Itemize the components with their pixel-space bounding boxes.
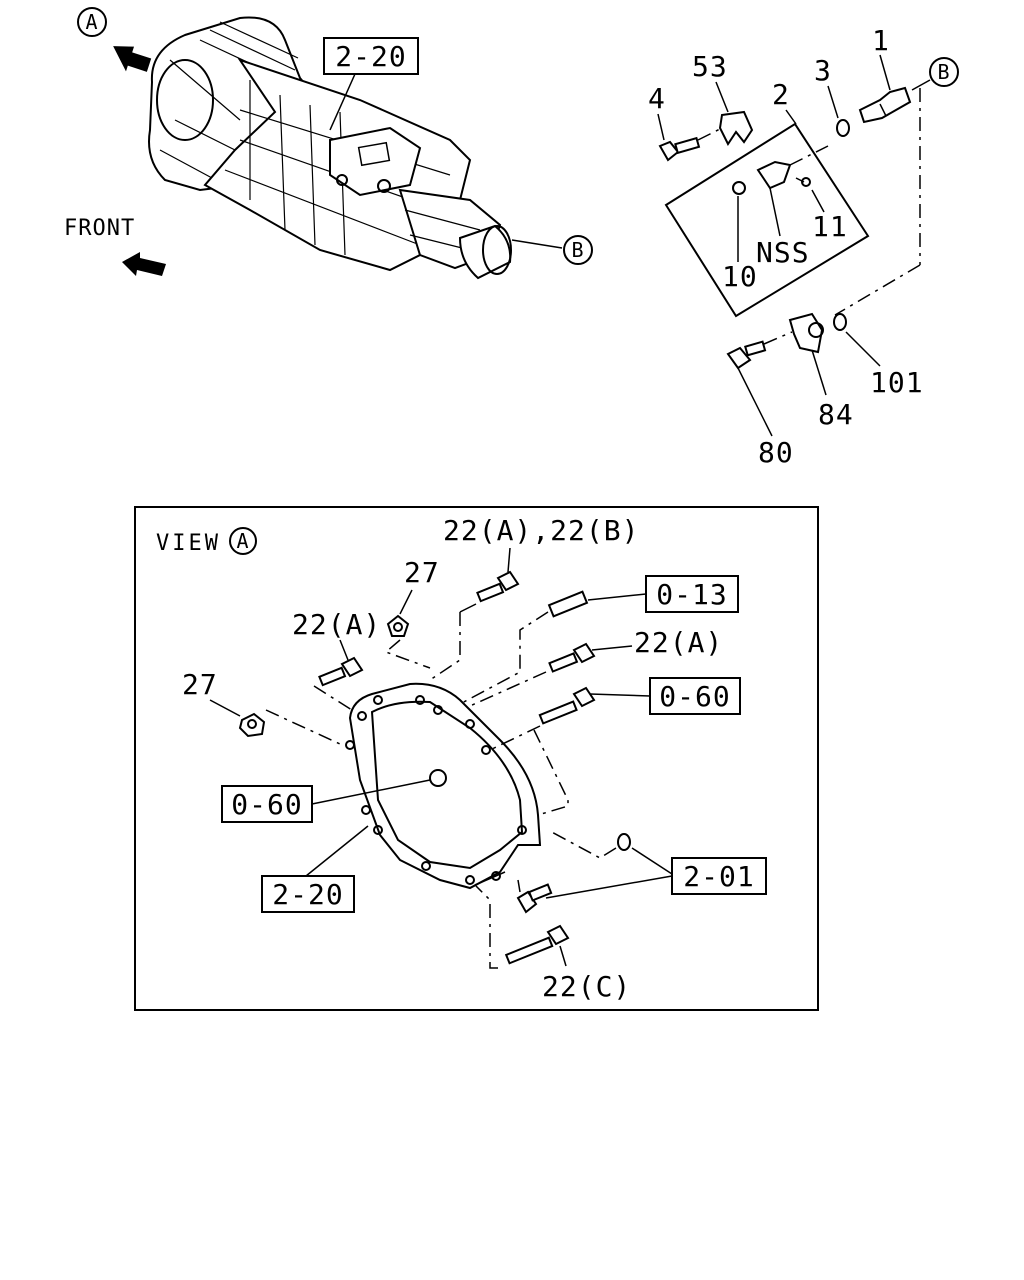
ref-0-60-left: 0-60: [231, 788, 302, 821]
view-a-frame: [134, 506, 819, 1011]
part-1-sensor: [858, 86, 912, 124]
dowel-hole: [429, 769, 447, 787]
label-22c: 22(C): [542, 970, 631, 1003]
label-2: 2: [772, 78, 790, 111]
label-22a-left: 22(A): [292, 608, 381, 641]
label-nss: NSS: [756, 236, 810, 269]
label-10: 10: [722, 260, 758, 293]
label-4: 4: [648, 82, 666, 115]
bell-housing-opening: [156, 59, 214, 141]
cover-plate: [348, 682, 542, 890]
label-53: 53: [692, 50, 728, 83]
label-27-top: 27: [404, 556, 440, 589]
bolt-22a-left-head: [340, 656, 364, 678]
part-53-clip: [718, 110, 754, 146]
ref-box-2-20-bottom: [261, 875, 355, 913]
shift-tower: [329, 126, 422, 197]
ref-2-20-bottom: 2-20: [272, 878, 343, 911]
bolt-22a-right-head: [572, 642, 596, 664]
bolt-22ab-head: [496, 570, 520, 592]
ref-box-0-60-right: [649, 677, 741, 715]
bolt-22ab-shank: [476, 582, 505, 603]
bolt-22c-shank: [504, 936, 554, 965]
callout-b-circle-left: [563, 235, 593, 265]
label-3: 3: [814, 54, 832, 87]
label-80: 80: [758, 436, 794, 469]
transmission-assembly: A 2-20 B FRONT: [64, 7, 593, 280]
speed-sensor-group: 1 B 3 53 4 2 11 NSS: [648, 24, 959, 469]
cover-plate-inner: [370, 700, 524, 870]
label-22ab: 22(A),22(B): [443, 514, 639, 547]
part-10-plug: [732, 181, 746, 195]
view-a-panel: VIEW A 22(A),22(B) 27 0-13: [134, 506, 819, 1011]
part-11-seal: [801, 177, 811, 187]
nut-27-top: [386, 614, 410, 637]
view-a-circle-label: A: [236, 529, 249, 553]
front-arrow-icon: [122, 252, 166, 276]
ref-box-2-20-top: [323, 37, 419, 75]
callout-b-circle-right: [929, 57, 959, 87]
part-101-o-ring: [833, 313, 847, 331]
part-80-bolt-head: [726, 346, 752, 370]
stud-0-60-right-head: [572, 686, 596, 708]
part-2-kit-outline: [664, 122, 870, 318]
label-22a-right: 22(A): [634, 626, 723, 659]
label-27-left: 27: [182, 668, 218, 701]
ref-2-20-top: 2-20: [335, 40, 406, 73]
view-a-arrow-icon: [113, 46, 152, 72]
callout-a-circle: [77, 7, 107, 37]
part-84-plate: [788, 312, 824, 354]
callout-b-label-left: B: [571, 238, 584, 262]
ref-0-13: 0-13: [656, 578, 727, 611]
nut-27-left: [238, 712, 266, 738]
label-11: 11: [812, 210, 848, 243]
view-a-circle: [229, 527, 257, 555]
label-1: 1: [872, 24, 890, 57]
ref-2-01: 2-01: [683, 860, 754, 893]
view-word: VIEW: [156, 531, 221, 556]
bolt-2-01-head: [516, 890, 538, 914]
part-2-gear: [756, 160, 792, 190]
plug-2-01: [617, 833, 631, 851]
dowel-pin: [547, 590, 589, 618]
ref-box-2-01: [671, 857, 767, 895]
callout-a-label: A: [85, 10, 98, 34]
front-label: FRONT: [64, 216, 135, 241]
callout-b-label-right: B: [937, 60, 950, 84]
label-101: 101: [870, 366, 924, 399]
label-84: 84: [818, 398, 854, 431]
bolt-22c-head: [546, 924, 570, 946]
ref-0-60-right: 0-60: [659, 680, 730, 713]
part-3-washer: [836, 119, 850, 137]
